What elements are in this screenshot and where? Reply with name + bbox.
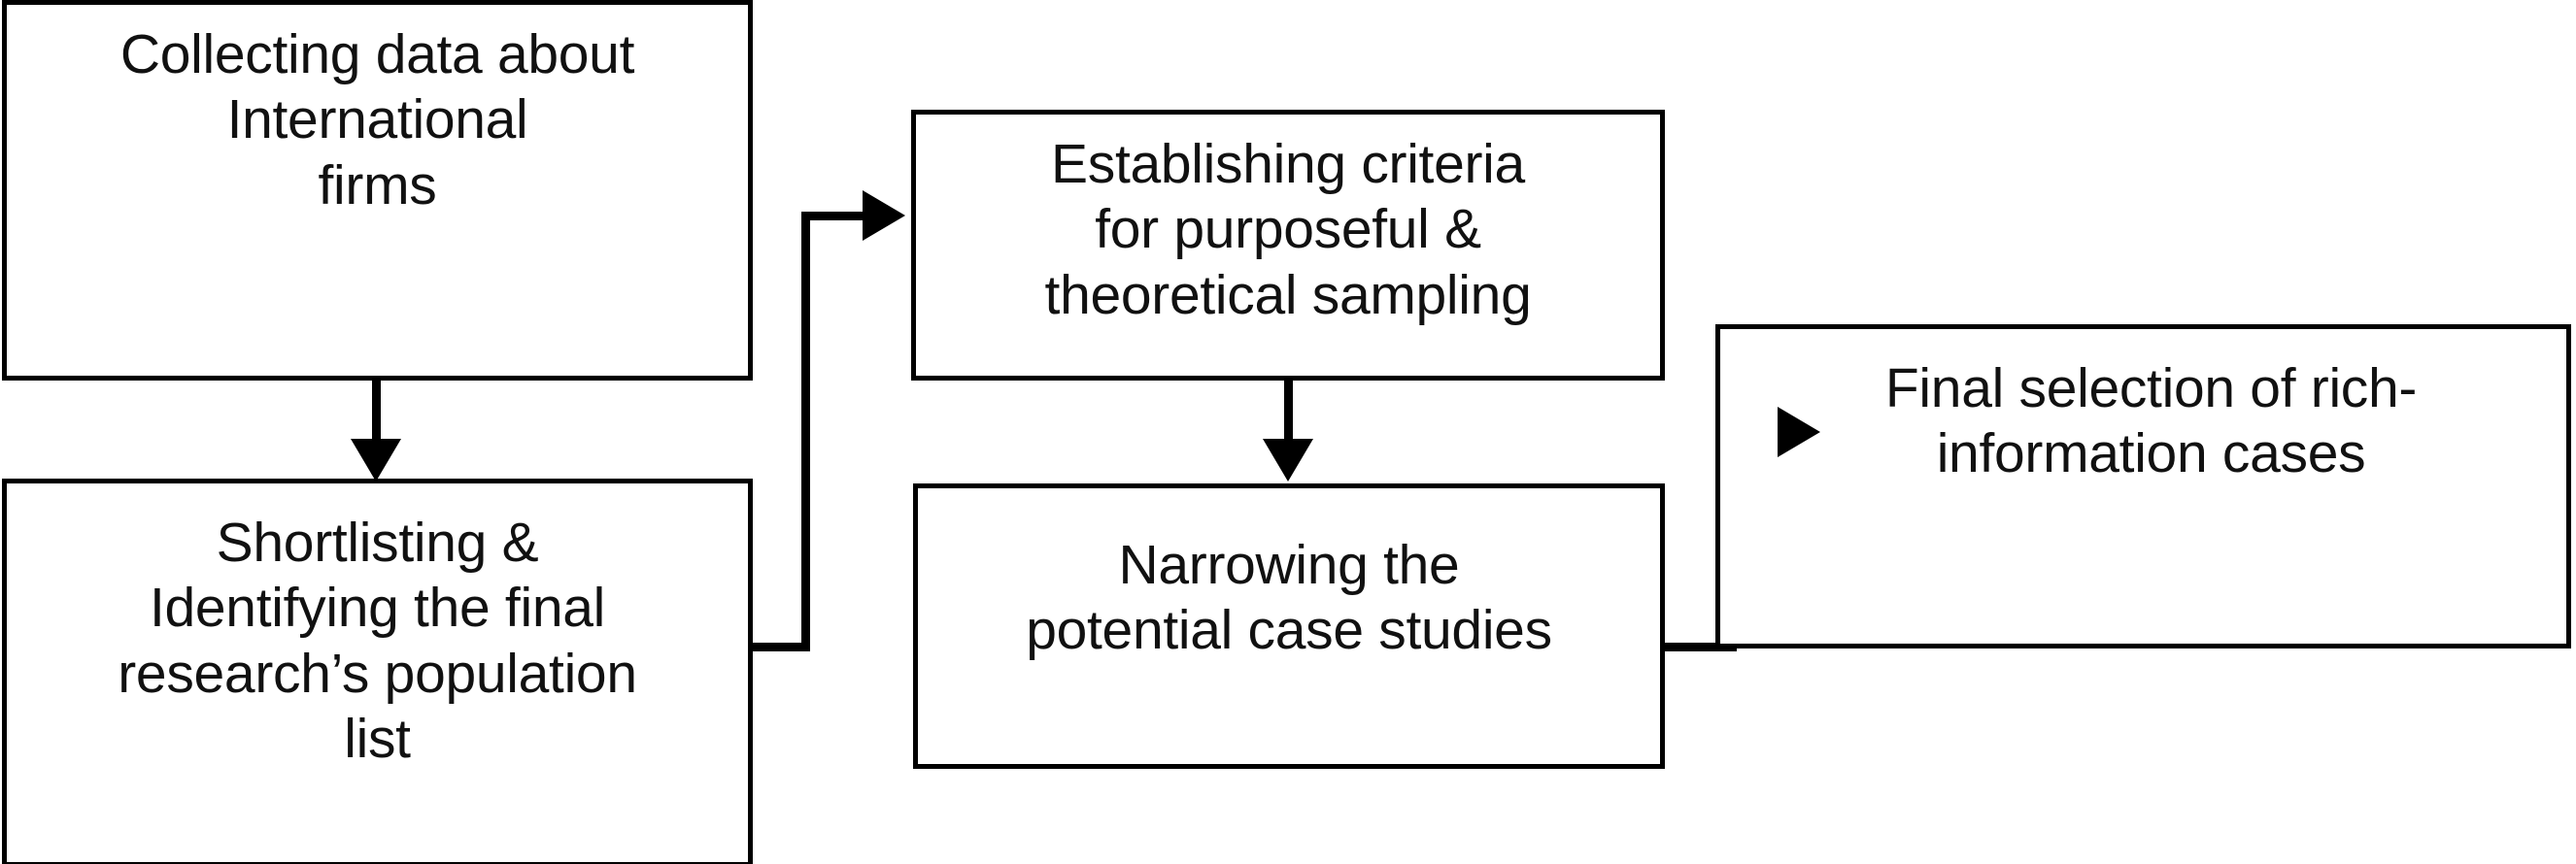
flow-node-narrowing[interactable]: Narrowing the potential case studies [913,483,1665,769]
flow-node-label-final-selection: Final selection of rich- information cas… [1884,357,2418,485]
connector-shortlisting-to-criteria-segment-up [801,212,810,651]
flow-node-collecting-data[interactable]: Collecting data about International firm… [2,0,753,381]
flow-node-label-establishing-criteria: Establishing criteria for purposeful & t… [1044,133,1532,326]
flow-node-establishing-criteria[interactable]: Establishing criteria for purposeful & t… [911,110,1665,381]
flow-node-label-shortlisting: Shortlisting & Identifying the final res… [118,512,637,770]
flow-node-final-selection[interactable]: Final selection of rich- information cas… [1715,324,2571,648]
connector-shortlisting-to-criteria-segment-right [748,643,810,651]
connector-narrowing-to-final-segment-right [1659,643,1737,651]
connector-collecting-to-shortlisting-stem [372,379,381,445]
arrowhead-right-icon-narrowing-to-final [1778,407,1820,457]
connector-shortlisting-to-criteria-segment-into-box [801,212,869,220]
arrowhead-down-icon-collecting-to-shortlisting [351,439,401,482]
connector-criteria-to-narrowing-stem [1284,381,1293,443]
arrowhead-right-icon-shortlisting-to-criteria [863,190,905,241]
flow-node-label-narrowing: Narrowing the potential case studies [1026,534,1552,662]
flow-node-shortlisting[interactable]: Shortlisting & Identifying the final res… [2,479,753,864]
flow-node-label-collecting-data: Collecting data about International firm… [119,23,635,216]
arrowhead-down-icon-criteria-to-narrowing [1263,439,1313,482]
